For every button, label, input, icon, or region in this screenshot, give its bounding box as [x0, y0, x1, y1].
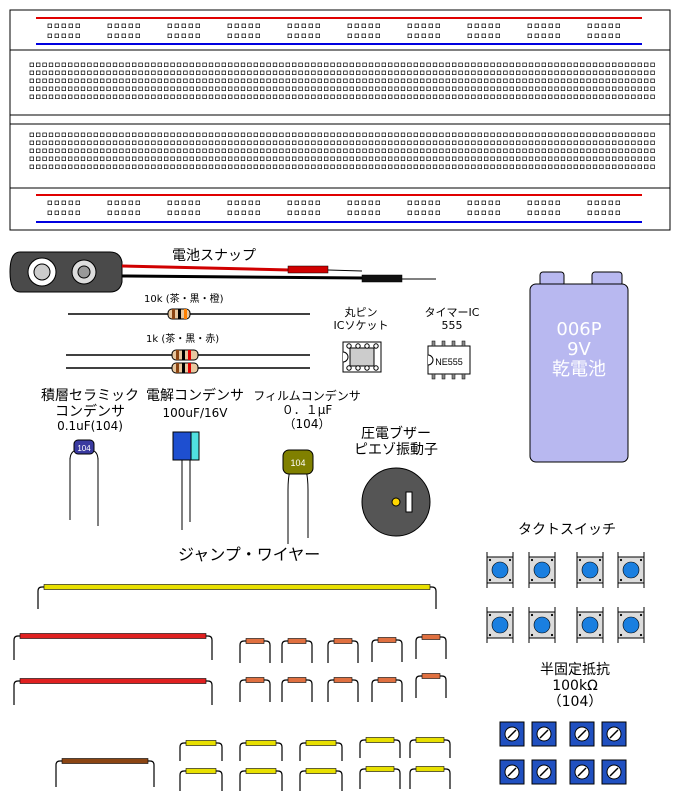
jumper-wire	[327, 638, 359, 663]
label-film-cap: フィルムコンデンサ ０．１μF （104）	[253, 389, 361, 431]
tact-switch	[617, 607, 645, 643]
jumper-wire	[179, 740, 223, 761]
label-trimmer: 半固定抵抗 100kΩ （104）	[540, 662, 610, 711]
jumper-wire	[13, 678, 213, 705]
label-jumper-wire: ジャンプ・ワイヤー	[178, 545, 321, 564]
jumper-wire	[239, 638, 271, 663]
label-piezo: 圧電ブザー ピエゾ振動子	[354, 426, 438, 459]
tact-switch	[486, 552, 514, 588]
jumper-wire	[359, 766, 401, 789]
ceramic-cap-marking: 104	[77, 444, 91, 453]
label-tact-switch: タクトスイッチ	[518, 522, 616, 538]
tact-switch	[617, 552, 645, 588]
trimmers	[499, 721, 627, 785]
jumper-wire	[281, 677, 313, 702]
film-capacitor: 104	[282, 449, 314, 544]
battery-snap	[9, 251, 436, 293]
tact-switch	[486, 607, 514, 643]
label-ceramic-cap: 積層セラミック コンデンサ 0.1uF(104)	[41, 388, 139, 434]
ceramic-capacitor: 104	[69, 439, 99, 526]
tact-switch	[576, 552, 604, 588]
film-cap-marking: 104	[290, 458, 305, 468]
tact-switch	[528, 552, 556, 588]
label-ic-socket: 丸ピン ICソケット	[333, 306, 389, 332]
label-battery: 006P 9V 乾電池	[552, 319, 606, 380]
breadboard	[9, 9, 671, 231]
jumper-wire	[415, 673, 447, 698]
label-resistor-10k: 10k (茶・黒・橙)	[144, 294, 224, 305]
jumper-wire	[409, 766, 451, 789]
timer-ic-555: NE555	[427, 340, 471, 380]
jumper-wire	[239, 740, 283, 761]
tact-switch	[576, 607, 604, 643]
electrolytic-capacitor	[172, 431, 200, 530]
trimmer	[499, 721, 525, 747]
jumper-wire	[359, 737, 401, 758]
label-battery-snap: 電池スナップ	[172, 248, 256, 264]
jumper-wire	[281, 638, 313, 663]
jumper-wire	[55, 758, 155, 787]
jumper-wire	[371, 637, 403, 662]
jumper-wire	[179, 768, 223, 791]
trimmer	[601, 721, 627, 747]
jumper-wire	[37, 584, 437, 609]
jumper-wire	[299, 740, 343, 761]
breadboard-holes	[29, 23, 655, 215]
jumper-wire	[371, 677, 403, 702]
jumper-wire	[299, 768, 343, 791]
jumper-wire	[239, 768, 283, 791]
jumper-wire	[239, 677, 271, 702]
label-resistor-1k: 1k (茶・黒・赤)	[146, 334, 220, 345]
label-electrolytic-cap: 電解コンデンサ 100uF/16V	[146, 388, 244, 421]
trimmer	[569, 759, 595, 785]
tact-switches	[486, 552, 645, 643]
battery-9v	[529, 271, 629, 463]
resistor-1k-2	[66, 362, 310, 374]
jumper-wires	[13, 584, 451, 791]
resistor-10k	[68, 308, 310, 320]
ic-socket	[342, 341, 382, 373]
jumper-wire	[415, 634, 447, 659]
jumper-wire	[327, 677, 359, 702]
resistor-1k	[66, 349, 310, 361]
jumper-wire	[13, 633, 213, 660]
jumper-wire	[409, 737, 451, 758]
trimmer	[499, 759, 525, 785]
piezo-buzzer	[361, 467, 431, 537]
tact-switch	[528, 607, 556, 643]
label-timer-ic: タイマーIC 555	[424, 306, 480, 332]
trimmer	[601, 759, 627, 785]
ic-marking: NE555	[435, 357, 463, 367]
trimmer	[531, 721, 557, 747]
trimmer	[569, 721, 595, 747]
trimmer	[531, 759, 557, 785]
